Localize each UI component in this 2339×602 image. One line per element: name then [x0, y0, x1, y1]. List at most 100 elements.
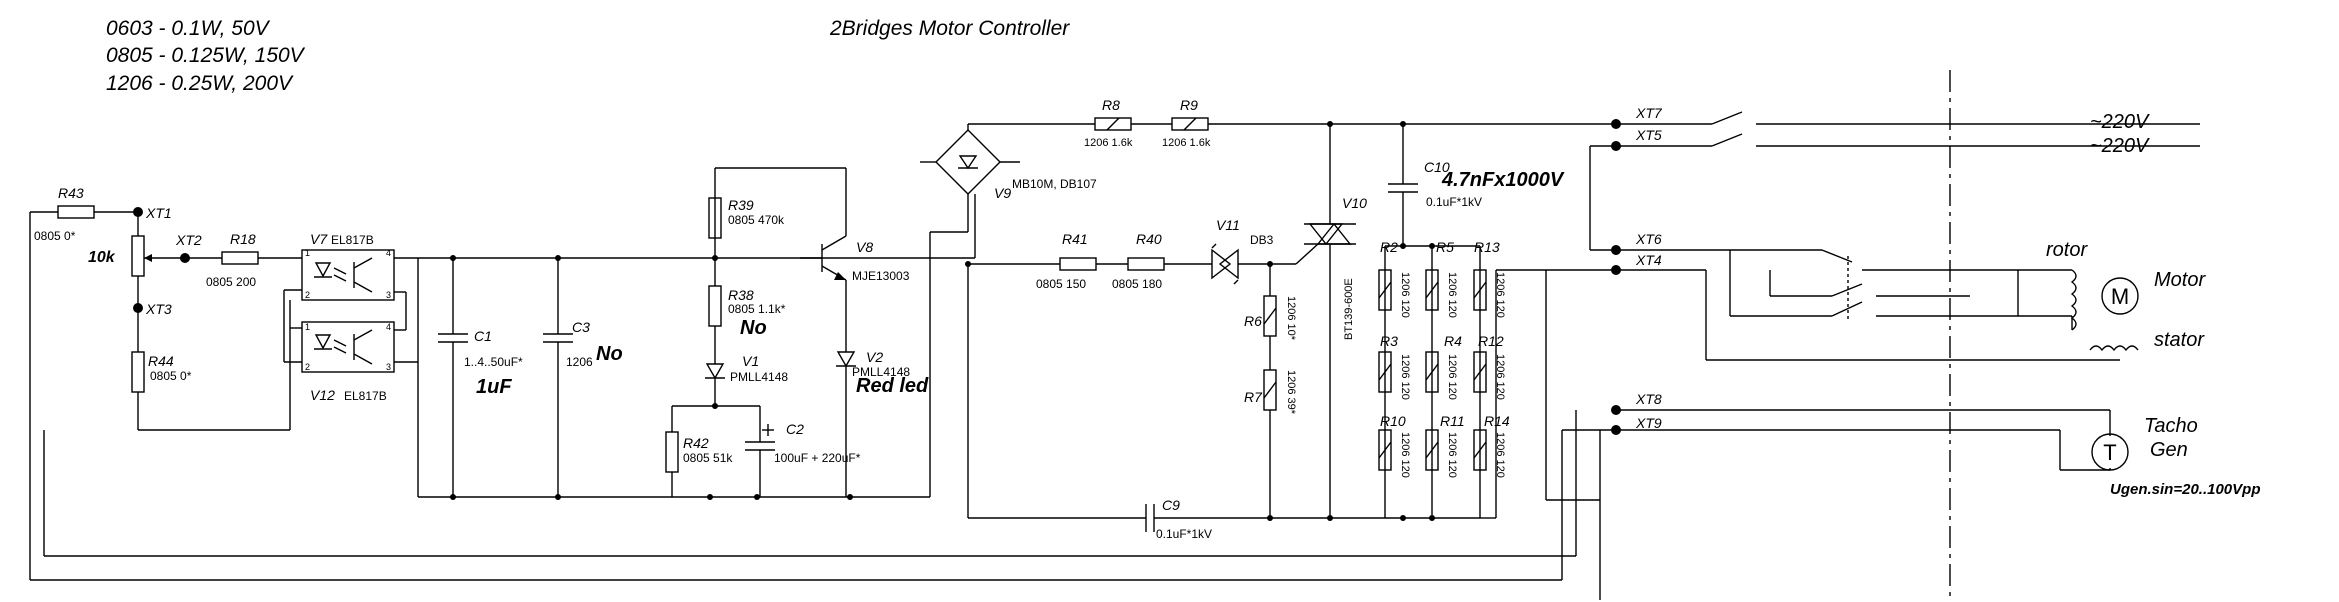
r4-val: 1206 120: [1446, 354, 1458, 400]
gen-label: Gen: [2150, 439, 2188, 461]
r11-ref: R11: [1440, 413, 1465, 429]
r6-val: 1206 10*: [1285, 296, 1297, 341]
r3-body: [1378, 351, 1392, 393]
r40-val: 0805 180: [1112, 277, 1162, 291]
v7-pin2: 2: [305, 290, 310, 300]
v10-triac: V10 BT139-600E: [1304, 124, 1367, 518]
r43-ref: R43: [58, 185, 84, 201]
v12-body: [301, 321, 395, 373]
r2-ref: R2: [1380, 239, 1398, 255]
v9-val: MB10M, DB107: [1012, 177, 1097, 191]
r42-body: [665, 431, 679, 473]
r3-val: 1206 120: [1399, 354, 1411, 400]
v8-transistor: V8 MJE13003 V2 PMLL4148 Red led: [800, 168, 929, 497]
motor-label: Motor: [2154, 269, 2206, 291]
c1-val: 1..4..50uF*: [464, 355, 523, 369]
tacho-symbol: [2091, 433, 2129, 471]
r11-val: 1206 120: [1446, 432, 1458, 478]
r5-val: 1206 120: [1446, 272, 1458, 318]
v9-bridge: V9 MB10M, DB107: [920, 123, 1097, 497]
r10-val: 1206 120: [1399, 432, 1411, 478]
c3-ref: C3: [572, 319, 590, 335]
r5-ref: R5: [1436, 239, 1454, 255]
r40-ref: R40: [1136, 231, 1162, 247]
v2-ref: V2: [866, 349, 883, 365]
tacho-label: Tacho: [2144, 415, 2198, 437]
v7-pin3: 3: [386, 290, 391, 300]
v2-diode: [836, 351, 856, 368]
r11-body: [1425, 429, 1439, 471]
v10-val: BT139-600E: [1343, 278, 1355, 340]
r5-body: [1425, 269, 1439, 311]
xt8-label: XT8: [1635, 391, 1662, 407]
r2-val: 1206 120: [1399, 272, 1411, 318]
c10-ref: C10: [1424, 159, 1450, 175]
v12-val: EL817B: [344, 389, 387, 403]
r7-ref: R7: [1244, 389, 1263, 405]
r14-val: 1206 120: [1494, 432, 1506, 478]
v11-diac: [1211, 248, 1232, 280]
r43-val: 0805 0*: [34, 229, 76, 243]
mains-label-2: ~220V: [2090, 135, 2150, 157]
r40-body: [1127, 257, 1165, 271]
r18: R18 0805 200: [185, 231, 302, 289]
r10-body: [1378, 429, 1392, 471]
note-1206: 1206 - 0.25W, 200V: [106, 72, 294, 95]
c1-ref: C1: [474, 328, 492, 344]
v12-pin4: 4: [386, 322, 391, 332]
motor-symbol: [2101, 277, 2139, 315]
r2-body: [1378, 269, 1392, 311]
r13-val: 1206 120: [1494, 272, 1506, 318]
r9-val: 1206 1.6k: [1162, 137, 1211, 149]
r18-val: 0805 200: [206, 275, 256, 289]
r42-ref: R42: [683, 435, 709, 451]
xt4-label: XT4: [1635, 252, 1662, 268]
v7-pin1: 1: [305, 248, 310, 258]
r6-ref: R6: [1244, 313, 1262, 329]
c10: C10 4.7nFx1000V 0.1uF*1kV: [1388, 124, 1565, 246]
mains-label-1: ~220V: [2090, 111, 2150, 133]
r42-val: 0805 51k: [683, 451, 733, 465]
r7-val: 1206 39*: [1285, 370, 1297, 415]
r43-body: [57, 205, 95, 219]
resistor-array: R2 R5 R13 R3 R4 R12 R10 R11 R14 1206 120…: [1378, 239, 1510, 521]
v1-val: PMLL4148: [730, 370, 788, 384]
r8-val: 1206 1.6k: [1084, 137, 1133, 149]
r12-val: 1206 120: [1494, 354, 1506, 400]
v10-ref: V10: [1342, 195, 1367, 211]
v11-val: DB3: [1250, 233, 1274, 247]
schematic-title: 2Bridges Motor Controller: [829, 17, 1070, 40]
r13-body: [1473, 269, 1487, 311]
r13-ref: R13: [1474, 239, 1500, 255]
r38-body: [708, 285, 722, 327]
ugen-label: Ugen.sin=20..100Vpp: [2110, 481, 2260, 498]
r14-ref: R14: [1484, 413, 1510, 429]
r38-note: No: [740, 317, 767, 339]
v12-pin3: 3: [386, 362, 391, 372]
pot-value: 10k: [88, 249, 116, 266]
pot-body: [131, 235, 145, 277]
r12-body: [1473, 351, 1487, 393]
r8-ref: R8: [1102, 97, 1120, 113]
r41-ref: R41: [1062, 231, 1088, 247]
r14-body: [1473, 429, 1487, 471]
v12-pin1: 1: [305, 322, 310, 332]
c3: C3 1206 No: [543, 258, 623, 497]
r41-body: [1059, 257, 1097, 271]
c9: C9 0.1uF*1kV: [967, 264, 1616, 541]
v1-diode: [705, 363, 725, 380]
xt9-label: XT9: [1635, 415, 1662, 431]
note-0603: 0603 - 0.1W, 50V: [106, 17, 271, 40]
xt5-label: XT5: [1635, 127, 1662, 143]
r3-ref: R3: [1380, 333, 1398, 349]
v8-val: MJE13003: [852, 269, 910, 283]
c3-val: 1206: [566, 355, 593, 369]
v12-ref: V12: [310, 387, 335, 403]
r44-ref: R44: [148, 353, 174, 369]
pot-section: R43 0805 0* XT1 10k XT2 XT3 R44 0805 0*: [29, 185, 290, 580]
motor-symbol-letter: M: [2111, 284, 2129, 309]
c10-val: 0.1uF*1kV: [1426, 195, 1482, 209]
r44-body: [131, 351, 145, 393]
v1-ref: V1: [742, 353, 759, 369]
